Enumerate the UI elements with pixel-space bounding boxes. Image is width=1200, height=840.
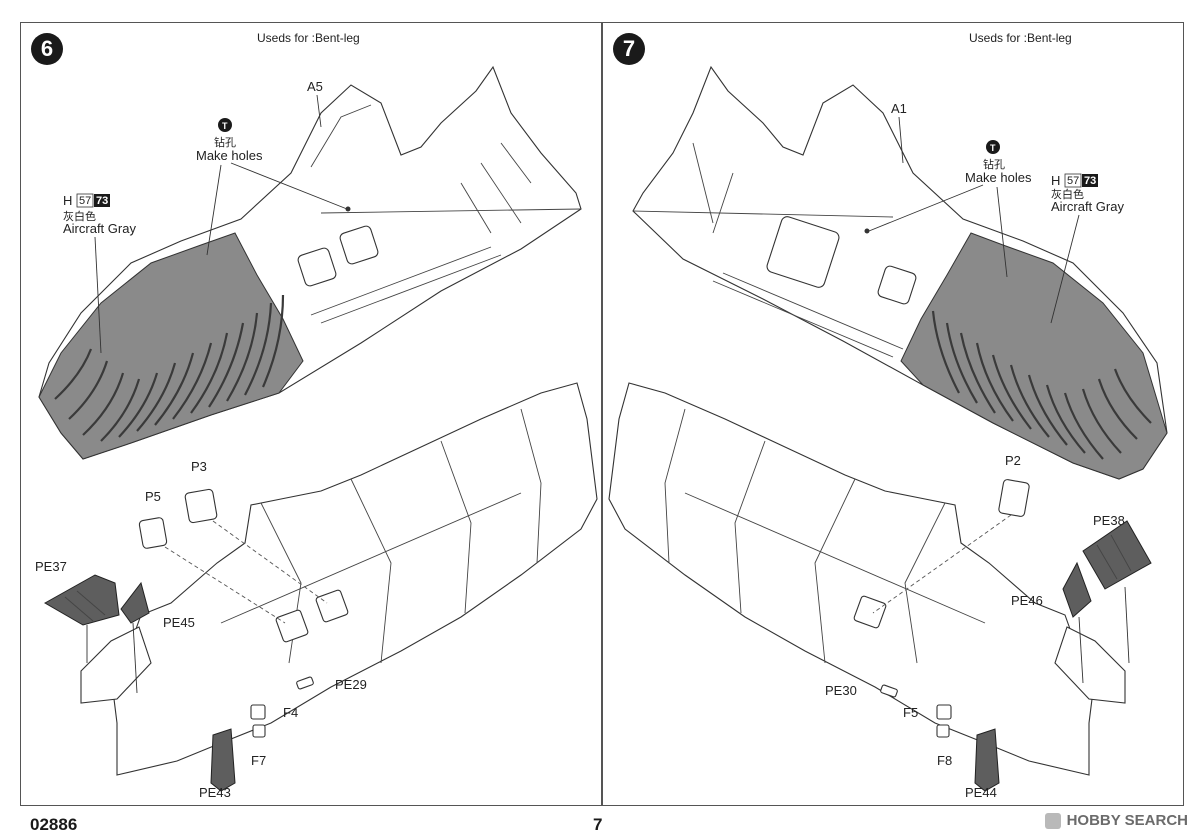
part-pe43 (210, 728, 236, 792)
part-pe37 (43, 574, 120, 626)
part-label-f7: F7 (251, 753, 266, 768)
part-pe30 (880, 684, 898, 698)
part-label-a5: A5 (307, 79, 323, 94)
page-number: 7 (593, 815, 603, 834)
svg-text:T: T (990, 143, 996, 153)
part-label-pe46: PE46 (1011, 593, 1043, 608)
part-label-f4: F4 (283, 705, 298, 720)
product-code: 02886 (30, 815, 78, 834)
part-label-p2: P2 (1005, 453, 1021, 468)
window-part-p3 (184, 488, 218, 524)
part-label-pe29: PE29 (335, 677, 367, 692)
paint-num-1: 57 (1067, 175, 1079, 187)
part-pe46 (1062, 561, 1092, 618)
fuselage-half-inner (632, 65, 1168, 480)
step-6-panel: 6 Useds for :Bent-leg (20, 22, 602, 806)
step-number-badge: 6 (31, 33, 63, 65)
part-label-f8: F8 (937, 753, 952, 768)
drill-label-en: Make holes (196, 148, 263, 163)
usage-note: Useds for :Bent-leg (969, 31, 1072, 45)
step-7-panel: 7 Useds for :Bent-leg (602, 22, 1184, 806)
logo-icon (1044, 812, 1061, 829)
part-label-pe37: PE37 (35, 559, 67, 574)
step-number-badge: 7 (613, 33, 645, 65)
tail-ribs (931, 310, 1152, 460)
paint-name-cn: 灰白色 (1051, 187, 1084, 201)
tail-ribs (54, 294, 285, 442)
paint-name-cn: 灰白色 (63, 209, 96, 223)
drill-label-en: Make holes (965, 170, 1032, 185)
part-f4 (250, 704, 266, 720)
part-label-f5: F5 (903, 705, 918, 720)
drill-label-cn: 钻孔 (983, 157, 1005, 171)
paint-num-2: 73 (1084, 175, 1096, 187)
part-pe29 (296, 676, 314, 690)
window-part-p2 (998, 479, 1030, 517)
part-f5 (936, 704, 952, 720)
fuselage-half-inner (38, 65, 582, 460)
paint-num-1: 57 (79, 195, 91, 207)
watermark: HOBBY SEARCH (1044, 812, 1188, 829)
drill-icon (218, 118, 232, 132)
part-f7 (252, 724, 266, 738)
watermark-text: HOBBY SEARCH (1066, 812, 1188, 829)
part-label-pe44: PE44 (965, 785, 997, 800)
part-label-pe30: PE30 (825, 683, 857, 698)
svg-text:T: T (222, 121, 228, 131)
paint-callout: H 57 73 灰白色 Aircraft Gray (1050, 173, 1124, 324)
step-6-illustration: A5 T 钻孔 Make holes H 57 73 灰白色 Aircraft … (35, 65, 598, 800)
fuselage-outer (80, 382, 598, 776)
drill-callout: T 钻孔 Make holes (196, 118, 348, 256)
paint-name-en: Aircraft Gray (63, 221, 136, 236)
step-7-illustration: A1 T 钻孔 Make holes H 57 73 灰白色 Aircraft … (608, 65, 1168, 800)
part-pe45 (120, 581, 150, 624)
paint-callout: H 57 73 灰白色 Aircraft Gray (63, 193, 136, 354)
fuselage-outer (608, 382, 1126, 776)
part-pe38 (1082, 520, 1152, 590)
usage-note: Useds for :Bent-leg (257, 31, 360, 45)
part-label-p5: P5 (145, 489, 161, 504)
part-pe44 (974, 728, 1000, 792)
drill-label-cn: 钻孔 (214, 135, 236, 149)
paint-code: H (63, 193, 72, 208)
part-label-a1: A1 (891, 101, 907, 116)
part-label-pe43: PE43 (199, 785, 231, 800)
paint-num-2: 73 (96, 195, 108, 207)
paint-name-en: Aircraft Gray (1051, 199, 1124, 214)
drill-icon (986, 140, 1000, 154)
part-label-p3: P3 (191, 459, 207, 474)
paint-code: H (1051, 173, 1060, 188)
part-label-pe45: PE45 (163, 615, 195, 630)
drill-callout: T 钻孔 Make holes (868, 140, 1032, 278)
part-label-pe38: PE38 (1093, 513, 1125, 528)
window-part-p5 (138, 517, 168, 549)
part-f8 (936, 724, 950, 738)
